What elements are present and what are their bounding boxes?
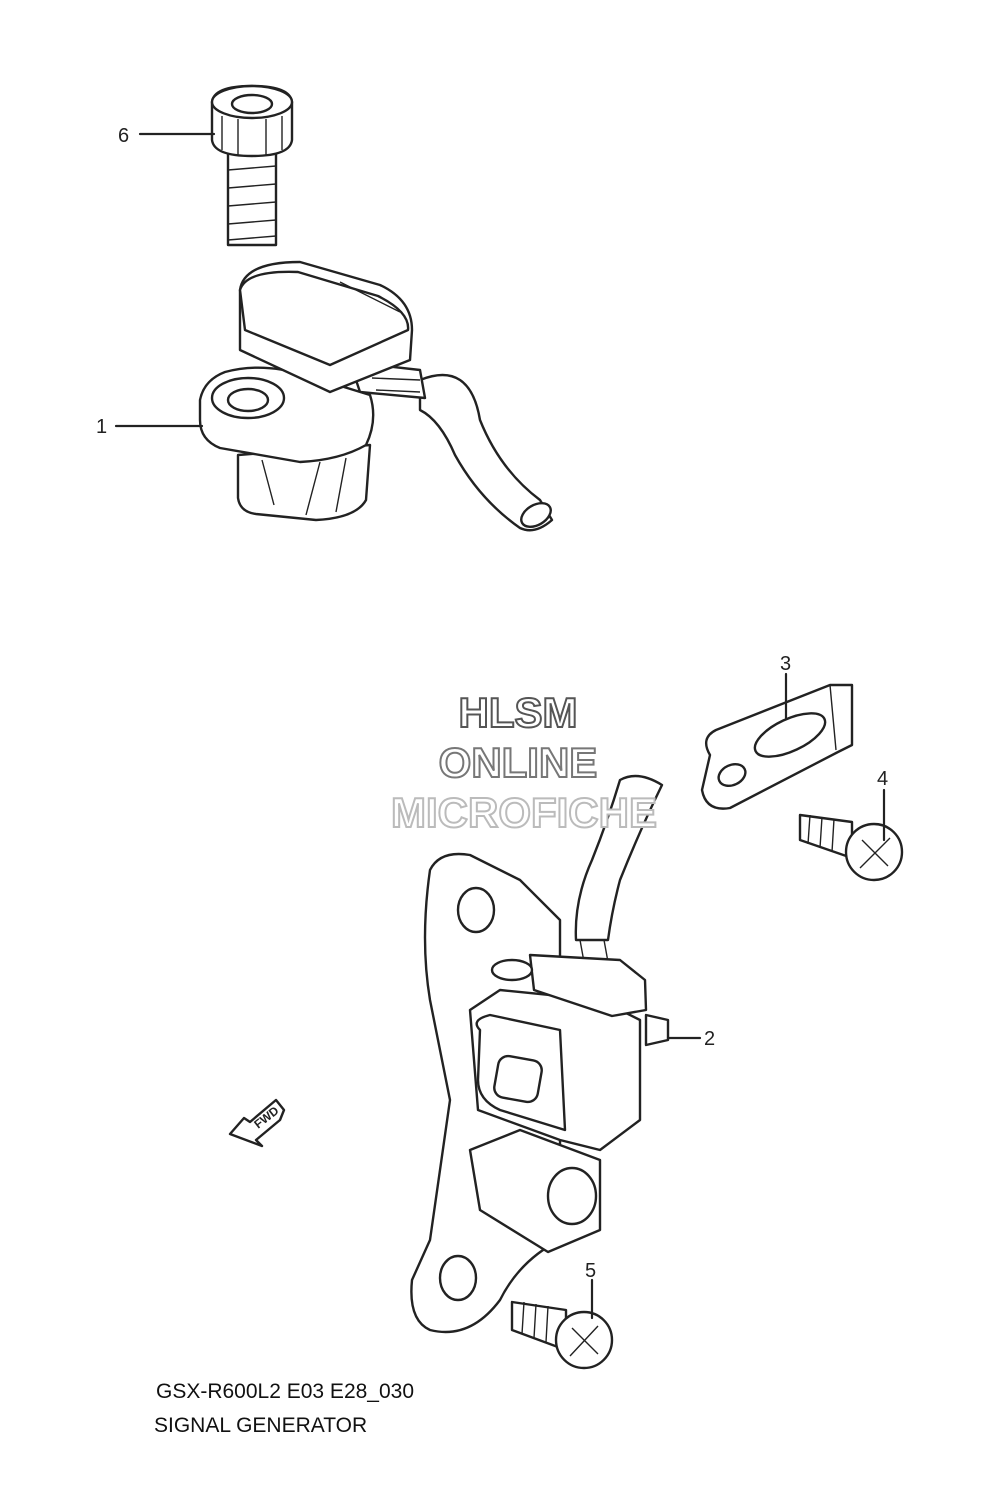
part-3-bracket bbox=[700, 683, 854, 810]
part-6-bolt bbox=[210, 84, 294, 247]
callout-4: 4 bbox=[877, 768, 888, 790]
caption-title: SIGNAL GENERATOR bbox=[154, 1414, 367, 1437]
watermark: HLSM ONLINE MICROFICHE bbox=[390, 688, 658, 837]
part-5-screw bbox=[510, 1300, 614, 1370]
part-2-signal-generator bbox=[410, 774, 670, 1334]
callout-leaders bbox=[114, 132, 886, 1320]
watermark-line-3: MICROFICHE bbox=[391, 789, 657, 836]
callout-5: 5 bbox=[585, 1260, 596, 1282]
callout-2: 2 bbox=[704, 1028, 715, 1050]
callout-3: 3 bbox=[780, 653, 791, 675]
part-1-sensor bbox=[198, 260, 554, 532]
watermark-line-2: ONLINE bbox=[439, 739, 598, 786]
caption-code: GSX-R600L2 E03 E28_030 bbox=[156, 1380, 414, 1403]
fwd-arrow: FWD bbox=[228, 1098, 286, 1148]
watermark-line-1: HLSM bbox=[459, 689, 578, 736]
part-4-screw bbox=[798, 813, 904, 882]
callout-1: 1 bbox=[96, 416, 107, 438]
callout-6: 6 bbox=[118, 125, 129, 147]
